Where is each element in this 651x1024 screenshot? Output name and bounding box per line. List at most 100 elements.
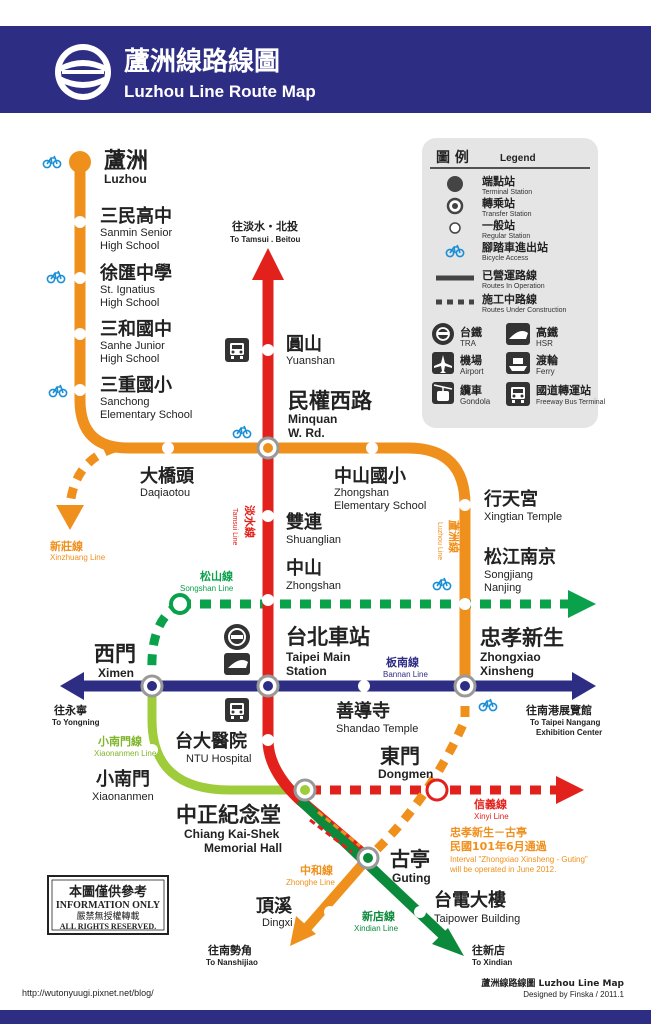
zhonghe-line-label-en: Zhonghe Line xyxy=(286,878,335,887)
disclaimer-box: 本圖僅供參考 INFORMATION ONLY 嚴禁無授權轉載 ALL RIGH… xyxy=(47,875,169,935)
svg-text:TRA: TRA xyxy=(460,339,477,348)
xiaonanmen-line-label-zh: 小南門線 xyxy=(97,734,142,748)
station-shuanglian-en: Shuanglian xyxy=(286,534,341,546)
xinzhuang-line-label-zh: 新莊線 xyxy=(50,539,83,553)
hsr-icon xyxy=(506,323,530,345)
svg-text:Transfer Station: Transfer Station xyxy=(482,211,532,218)
svg-text:Regular Station: Regular Station xyxy=(482,233,530,240)
xiaonanmen-line-label-en: Xiaonanmen Line xyxy=(94,749,157,758)
zhonghe-line xyxy=(290,854,372,946)
station-zhongxiao-en1: Zhongxiao xyxy=(480,650,541,664)
dest-tamsui-zh: 往淡水・北投 xyxy=(232,219,298,233)
xinyi-line-label-en: Xinyi Line xyxy=(474,812,509,821)
station-taipower-zh: 台電大樓 xyxy=(434,889,506,911)
header-title-zh: 蘆洲線路線圖 xyxy=(124,46,280,77)
station-dot-ignatius xyxy=(74,272,86,284)
svg-text:Ferry: Ferry xyxy=(536,367,555,376)
station-luzhou-en: Luzhou xyxy=(104,172,147,186)
terminal-dot-luzhou xyxy=(69,151,91,173)
svg-text:Gondola: Gondola xyxy=(460,397,491,406)
station-shuanglian-zh: 雙連 xyxy=(286,511,323,533)
station-dot-sanhe xyxy=(74,328,86,340)
station-zhongxiao-en2: Xinsheng xyxy=(480,664,534,678)
dest-tamsui-en: To Tamsui . Beitou xyxy=(230,235,300,244)
station-dongmen-en: Dongmen xyxy=(378,767,433,781)
station-sanhe-en1: Sanhe Junior xyxy=(100,340,165,352)
xiaonanmen-line xyxy=(147,686,305,795)
station-zhongshan-elem-en2: Elementary School xyxy=(334,500,426,512)
station-sanhe-en2: High School xyxy=(100,353,159,365)
station-dot-zhongshan-elem xyxy=(366,442,378,454)
xinzhuang-line-label-en: Xinzhuang Line xyxy=(50,553,106,562)
dest-yongning-en: To Yongning xyxy=(52,718,100,727)
station-ignatius-zh: 徐匯中學 xyxy=(99,262,172,284)
notice-line3: Interval "Zhongxiao Xinsheng - Guting" xyxy=(450,855,588,864)
station-xiaonanmen-zh: 小南門 xyxy=(96,768,150,790)
svg-text:已營運路線: 已營運路線 xyxy=(482,268,537,282)
notice-line1: 忠孝新生－古亭 xyxy=(450,825,527,839)
footer-credit: Designed by Finska / 2011.1 xyxy=(523,990,624,999)
footer-url: http://wutonyuugi.pixnet.net/blog/ xyxy=(22,988,154,998)
svg-text:台鐵: 台鐵 xyxy=(460,325,482,339)
station-minquan-zh: 民權西路 xyxy=(288,389,373,413)
station-dot-songshan-start xyxy=(169,593,191,615)
station-dot-daqiaotou xyxy=(162,442,174,454)
station-zhongshan-elem-zh: 中山國小 xyxy=(334,465,406,487)
dest-nangang-en1: To Taipei Nangang xyxy=(530,718,600,727)
tra-icon xyxy=(432,323,454,345)
station-taipei-main-zh: 台北車站 xyxy=(286,625,370,649)
svg-text:機場: 機場 xyxy=(460,353,482,367)
songshan-line-label-en: Songshan Line xyxy=(180,584,234,593)
svg-text:Terminal Station: Terminal Station xyxy=(482,189,532,196)
station-zhongshan-zh: 中山 xyxy=(286,557,322,579)
station-daqiaotou-zh: 大橋頭 xyxy=(140,465,195,487)
terminal-dot-icon xyxy=(447,176,463,192)
svg-text:Freeway Bus Terminal: Freeway Bus Terminal xyxy=(536,399,606,406)
station-taipei-main-en2: Station xyxy=(286,664,327,678)
station-ntu-en: NTU Hospital xyxy=(186,753,251,765)
bus-icon xyxy=(225,698,249,722)
xindian-line-label-zh: 新店線 xyxy=(362,909,395,923)
station-sanmin-en2: High School xyxy=(100,240,159,252)
station-dot-taipower xyxy=(414,906,426,918)
station-yuanshan-zh: 圓山 xyxy=(286,334,322,355)
luzhou-line-label-en: Luzhou Line xyxy=(436,522,443,560)
disclaimer-zh: 本圖僅供參考 xyxy=(69,884,147,900)
station-taipower-en: Taipower Building xyxy=(434,913,520,925)
ferry-icon xyxy=(506,352,530,374)
svg-text:纜車: 纜車 xyxy=(460,383,482,397)
station-minquan-en1: Minquan xyxy=(288,412,337,426)
dest-xindian-zh: 往新店 xyxy=(472,943,505,957)
station-shandao-en: Shandao Temple xyxy=(336,723,418,735)
station-dot-songjiang xyxy=(459,598,471,610)
songshan-line-label-zh: 松山線 xyxy=(200,569,233,583)
station-ximen-zh: 西門 xyxy=(94,642,136,666)
xindian-line-label-en: Xindian Line xyxy=(354,924,399,933)
disclaimer-en2: ALL RIGHTS RESERVED. xyxy=(60,922,156,931)
station-songjiang-en1: Songjiang xyxy=(484,569,533,581)
station-zhongxiao-zh: 忠孝新生 xyxy=(480,626,564,650)
station-xingtian-zh: 行天宮 xyxy=(483,488,538,510)
station-dot-dingxi xyxy=(324,906,336,918)
bannan-line-label-en: Bannan Line xyxy=(383,670,428,679)
dest-nanshijiao-zh: 往南勢角 xyxy=(208,943,252,957)
airport-icon xyxy=(432,352,454,374)
svg-text:一般站: 一般站 xyxy=(482,218,515,232)
svg-text:渡輪: 渡輪 xyxy=(536,353,559,367)
disclaimer-zh2: 嚴禁無授權轉載 xyxy=(76,910,139,922)
svg-text:國道轉運站: 國道轉運站 xyxy=(536,383,591,397)
dest-nangang-en2: Exhibition Center xyxy=(536,728,602,737)
station-dot-shandao xyxy=(358,680,370,692)
station-dot-sanmin xyxy=(74,216,86,228)
station-ntu-zh: 台大醫院 xyxy=(175,730,247,752)
station-dongmen-zh: 東門 xyxy=(380,744,420,768)
svg-text:HSR: HSR xyxy=(536,339,553,348)
station-sanchong-en1: Sanchong xyxy=(100,396,150,408)
station-sanchong-en2: Elementary School xyxy=(100,409,192,421)
station-sanmin-zh: 三民高中 xyxy=(100,205,172,227)
station-guting-zh: 古亭 xyxy=(390,847,430,871)
station-xingtian-en: Xingtian Temple xyxy=(484,511,562,523)
station-sanmin-en1: Sanmin Senior xyxy=(100,227,172,239)
svg-text:轉乘站: 轉乘站 xyxy=(482,196,515,210)
